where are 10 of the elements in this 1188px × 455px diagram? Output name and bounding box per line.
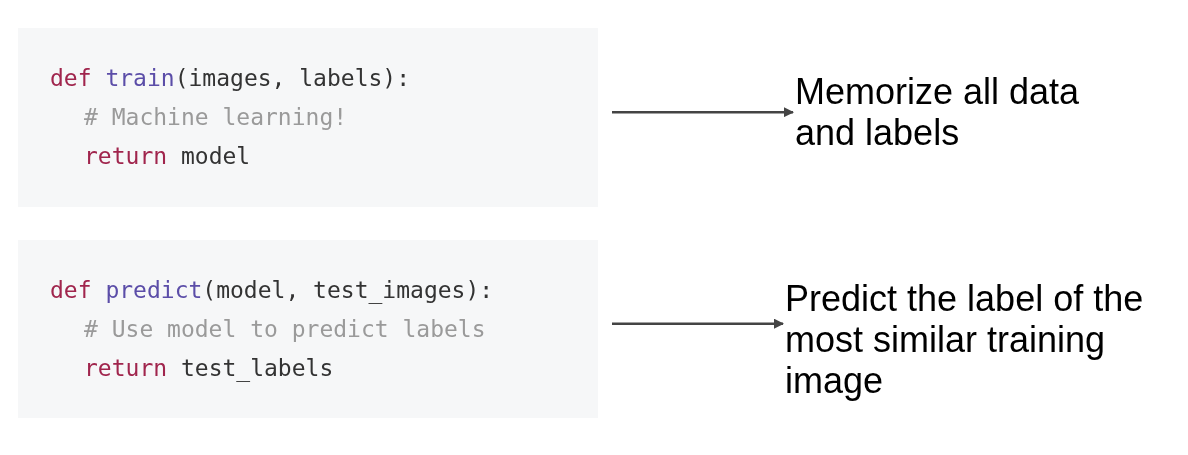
code-line: def train(images, labels): bbox=[50, 64, 412, 93]
arrow bbox=[612, 318, 784, 329]
code-line: return test_labels bbox=[84, 353, 335, 384]
code-comment: # Use model to predict labels bbox=[84, 314, 487, 344]
description-text: Predict the label of the most similar training image bbox=[785, 277, 1145, 401]
code-line: return model bbox=[84, 142, 252, 171]
code-comment: # Machine learning! bbox=[84, 103, 349, 132]
description-text: Memorize all data and labels bbox=[795, 71, 1081, 153]
code-line: def predict(model, test_images): bbox=[50, 275, 495, 306]
arrow bbox=[612, 107, 794, 118]
